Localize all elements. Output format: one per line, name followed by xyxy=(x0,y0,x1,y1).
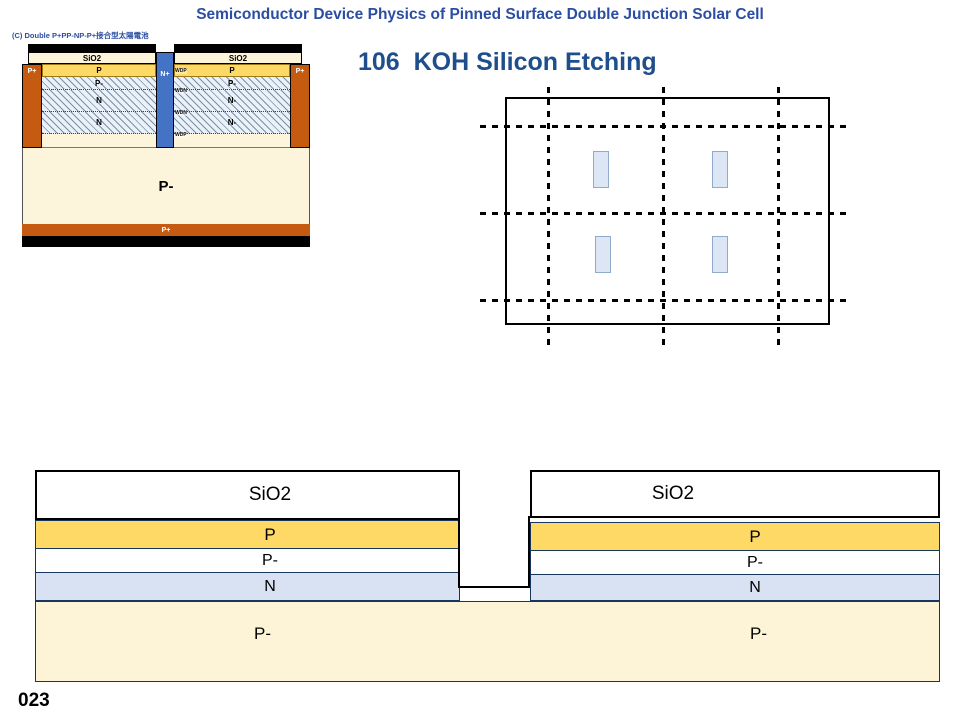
substrate-p-minus: P- P- xyxy=(35,601,940,682)
etch-opening-top-left xyxy=(593,151,609,188)
p-minus-layer-right: P- xyxy=(530,551,940,574)
inset-p-plus-right-label: P+ xyxy=(295,68,305,75)
scribe-line-horizontal-3 xyxy=(480,299,852,302)
inset-right-p-label: P xyxy=(229,66,235,75)
inset-left-p-label: P xyxy=(96,66,102,75)
sio2-right-label: SiO2 xyxy=(651,483,695,504)
p-right-label: P xyxy=(749,526,761,546)
slide-title: Semiconductor Device Physics of Pinned S… xyxy=(196,6,764,23)
etch-opening-bottom-right xyxy=(712,236,728,273)
inset-left-p-minus-label: P- xyxy=(95,78,103,88)
inset-sio2-right-label: SiO2 xyxy=(228,53,248,63)
inset-right-n2-layer: N- xyxy=(174,112,290,134)
substrate-label-right: P- xyxy=(750,624,767,643)
scribe-line-vertical-3 xyxy=(777,87,780,349)
sio2-mask-left: SiO2 xyxy=(35,470,460,520)
n-left-label: N xyxy=(264,577,276,595)
inset-sio2-right-box: SiO2 xyxy=(174,52,302,64)
inset-left-stack: P P- N N xyxy=(42,64,156,134)
inset-left-n2-label: N xyxy=(96,118,102,127)
p-layer-left: P xyxy=(35,520,460,549)
inset-right-p-minus-label: P- xyxy=(228,78,236,88)
inset-sio2-left-box: SiO2 xyxy=(28,52,156,64)
mask-pattern-diagram xyxy=(480,85,852,353)
koh-etch-trench xyxy=(458,516,530,588)
inset-p-plus-right-bar: P+ xyxy=(290,64,310,148)
p-left-label: P xyxy=(264,524,276,544)
substrate-label-left: P- xyxy=(254,624,271,643)
inset-substrate-label: P- xyxy=(158,177,174,195)
inset-left-n1-layer: N xyxy=(42,90,156,112)
scribe-line-vertical-1 xyxy=(547,87,550,349)
inset-left-n2-layer: N xyxy=(42,112,156,134)
cross-section-diagram: P- P- SiO2 P P- N SiO2 P P- N xyxy=(35,470,940,682)
inset-back-p-plus: P+ xyxy=(22,224,310,236)
p-minus-layer-left: P- xyxy=(35,549,460,572)
slide-heading: 106 KOH Silicon Etching xyxy=(358,48,657,76)
n-right-label: N xyxy=(749,578,761,596)
inset-right-p-minus-layer: P- xyxy=(174,77,290,90)
inset-left-n1-label: N xyxy=(96,96,102,105)
inset-left-p-minus-layer: P- xyxy=(42,77,156,90)
scribe-line-horizontal-2 xyxy=(480,212,852,215)
page-number: 023 xyxy=(18,690,50,711)
inset-substrate: P- xyxy=(22,148,310,224)
etch-opening-top-right xyxy=(712,151,728,188)
inset-n-plus-bar: N+ xyxy=(156,52,174,148)
inset-right-n1-label: N- xyxy=(227,96,237,105)
scribe-line-horizontal-1 xyxy=(480,125,852,128)
inset-right-n2-label: N- xyxy=(227,118,237,127)
width-label-wdn-1: WDN xyxy=(175,88,187,94)
sio2-left-label: SiO2 xyxy=(248,484,292,505)
p-layer-right: P xyxy=(530,522,940,551)
inset-back-p-plus-label: P+ xyxy=(161,226,171,234)
inset-cell-diagram: (C) Double P+PP-NP-P+接合型太陽電池 SiO2 SiO2 P… xyxy=(10,30,318,256)
width-label-wdn-2: WDN xyxy=(175,110,187,116)
inset-p-plus-left-label: P+ xyxy=(27,68,37,75)
p-minus-right-label: P- xyxy=(747,553,763,571)
top-contact-right xyxy=(174,44,302,52)
inset-right-p-layer: P xyxy=(174,64,290,77)
width-label-wdp-top: WDP xyxy=(175,68,187,74)
inset-caption: (C) Double P+PP-NP-P+接合型太陽電池 xyxy=(12,31,149,40)
n-layer-left: N xyxy=(35,572,460,601)
inset-back-contact xyxy=(22,236,310,247)
inset-p-plus-left-bar: P+ xyxy=(22,64,42,148)
die-outline xyxy=(505,97,830,325)
inset-n-plus-label: N+ xyxy=(160,71,170,78)
inset-right-n1-layer: N- xyxy=(174,90,290,112)
scribe-line-vertical-2 xyxy=(662,87,665,349)
inset-left-p-layer: P xyxy=(42,64,156,77)
inset-sio2-left-label: SiO2 xyxy=(82,53,102,63)
p-minus-left-label: P- xyxy=(262,551,278,569)
inset-right-stack: P P- N- N- xyxy=(174,64,290,134)
top-contact-left xyxy=(28,44,156,52)
n-layer-right: N xyxy=(530,574,940,601)
etch-opening-bottom-left xyxy=(595,236,611,273)
width-label-wdp-bottom: WDP xyxy=(175,132,187,138)
sio2-mask-right: SiO2 xyxy=(530,470,940,518)
